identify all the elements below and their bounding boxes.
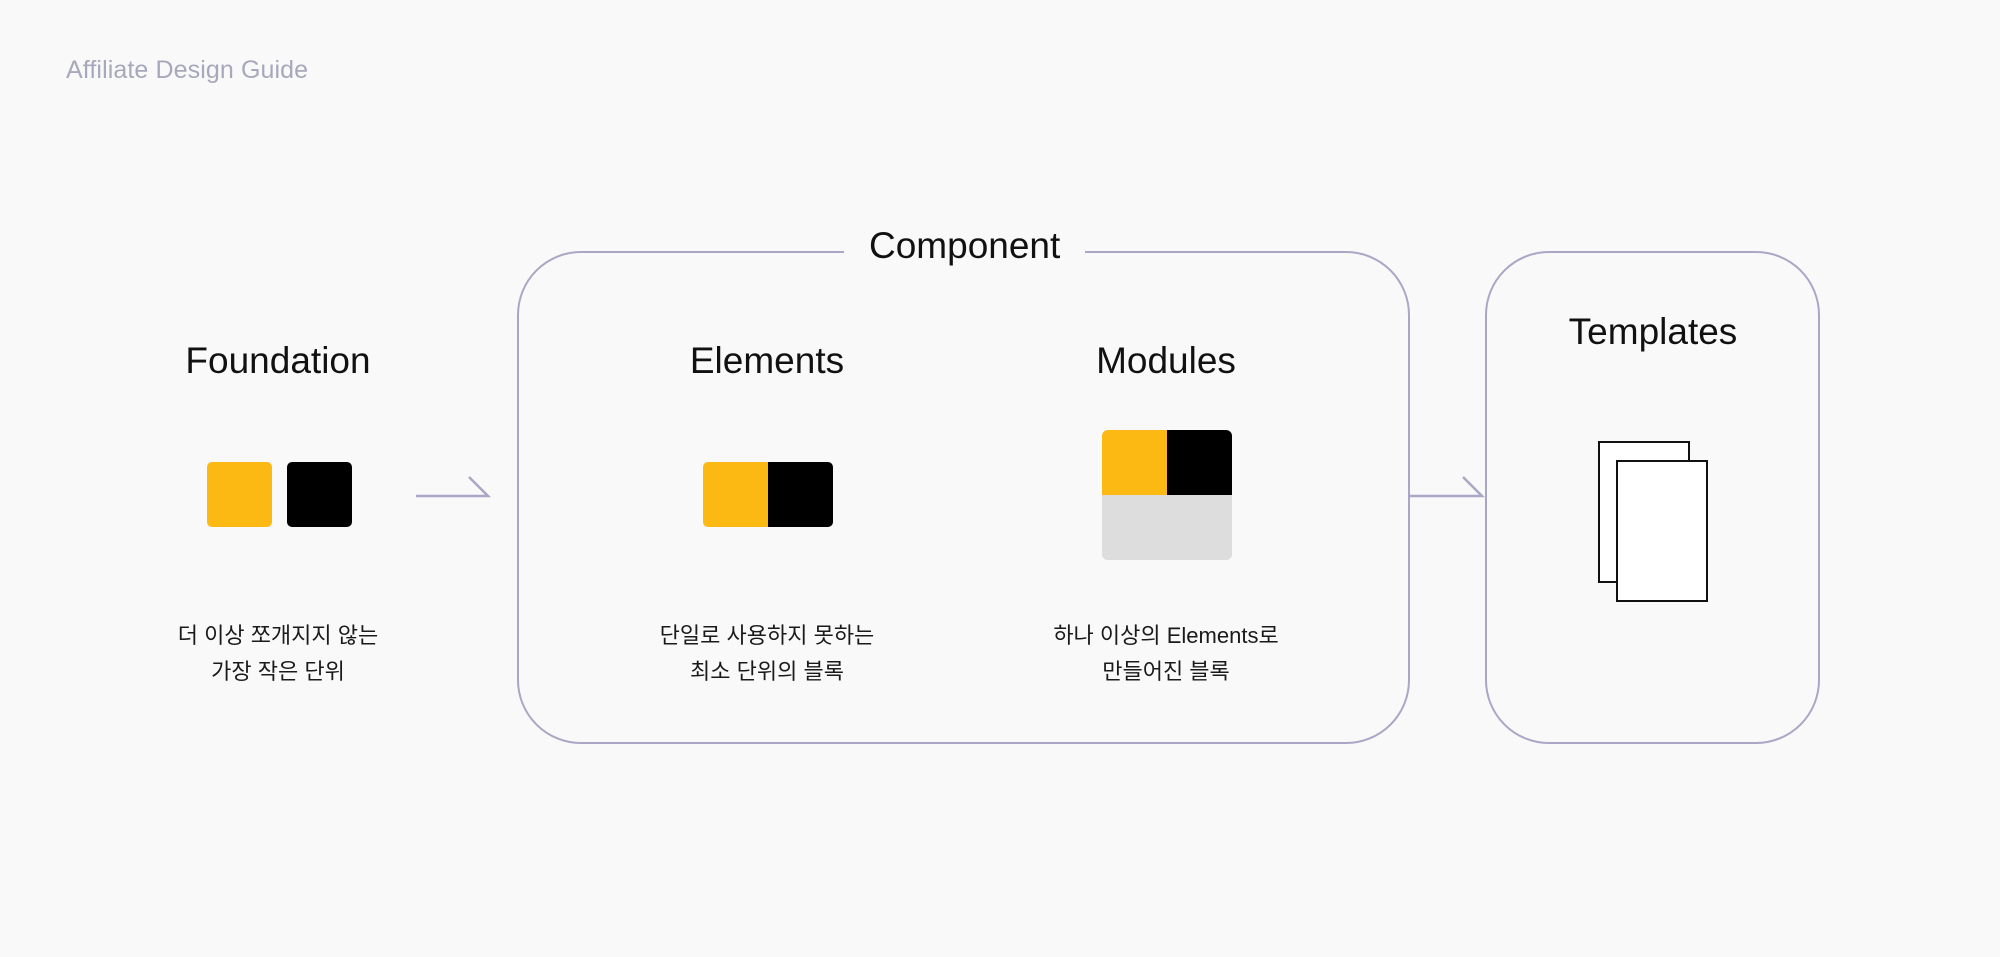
module-yellow-part [1102, 430, 1167, 495]
component-label: Component [844, 225, 1086, 267]
elements-description-line: 최소 단위의 블록 [690, 659, 844, 684]
foundation-description: 더 이상 쪼개지지 않는 가장 작은 단위 [98, 618, 458, 690]
foundation-description-line: 더 이상 쪼개지지 않는 [177, 623, 379, 648]
templates-title: Templates [1568, 311, 1738, 352]
yellow-swatch [207, 462, 272, 527]
elements-description-line: 단일로 사용하지 못하는 [659, 623, 875, 648]
front-page [1616, 460, 1708, 602]
modules-description-line: 만들어진 블록 [1102, 659, 1230, 684]
module-block [1102, 430, 1232, 560]
arrow-right-icon [1409, 476, 1486, 498]
modules-description: 하나 이상의 Elements로 만들어진 블록 [986, 618, 1346, 690]
foundation-description-line: 가장 작은 단위 [211, 659, 345, 684]
arrow-right-icon [416, 476, 492, 498]
guide-title: Affiliate Design Guide [66, 56, 309, 84]
elements-title: Elements [689, 340, 845, 381]
elements-description: 단일로 사용하지 못하는 최소 단위의 블록 [587, 618, 947, 690]
module-gray-part [1102, 495, 1232, 560]
modules-description-line: 하나 이상의 Elements로 [1053, 623, 1279, 648]
element-block [703, 462, 833, 527]
modules-title: Modules [1096, 340, 1236, 381]
element-black-part [768, 462, 833, 527]
black-swatch [287, 462, 352, 527]
element-yellow-part [703, 462, 768, 527]
foundation-title: Foundation [185, 340, 371, 381]
templates-frame [1485, 251, 1820, 744]
module-black-part [1167, 430, 1232, 495]
